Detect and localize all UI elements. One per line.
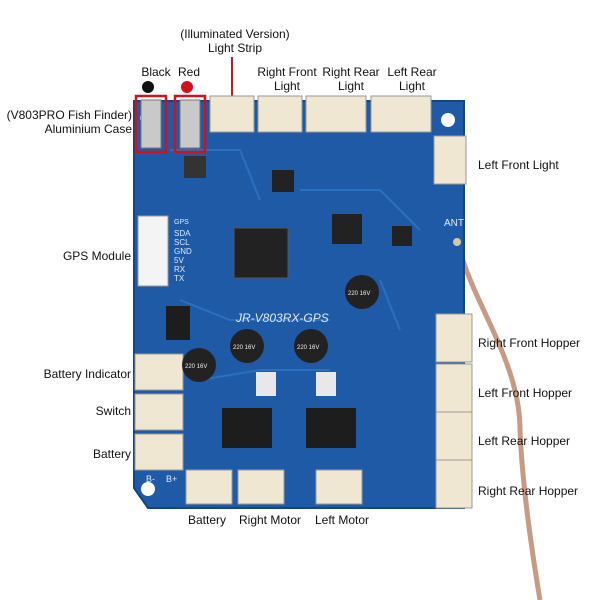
light-strip-connector xyxy=(209,95,255,133)
mounting-hole xyxy=(441,113,455,127)
black-label: Black xyxy=(141,65,171,79)
capacitor xyxy=(345,275,379,309)
left-rear-light-line2: Light xyxy=(398,79,426,93)
black-terminal xyxy=(140,99,162,149)
battery-connector-left xyxy=(134,433,184,471)
board-bminus-text: B- xyxy=(146,474,155,484)
regulator-chip xyxy=(166,306,190,340)
rf-chip xyxy=(392,226,412,246)
radio-chip xyxy=(332,214,362,244)
capacitor-text: 220 16V xyxy=(233,345,255,351)
gps-connector xyxy=(137,215,169,287)
right-front-light-label: Right Front Light xyxy=(252,65,322,93)
right-rear-hopper-label: Right Rear Hopper xyxy=(478,484,579,498)
red-terminal-highlight xyxy=(173,94,207,154)
small-chip xyxy=(272,170,294,192)
fish-finder-label: (V803PRO Fish Finder) Aluminium Case xyxy=(4,108,132,136)
inductor xyxy=(184,156,206,178)
mounting-hole xyxy=(141,482,155,496)
fish-finder-line1: (V803PRO Fish Finder) xyxy=(6,108,132,122)
gps-module-label: GPS Module xyxy=(62,249,131,263)
battery-connector-bottom xyxy=(185,469,233,505)
board-pin-text: GND xyxy=(174,247,192,256)
capacitor xyxy=(294,329,328,363)
black-dot xyxy=(142,81,154,93)
right-front-light-line1: Right Front xyxy=(257,65,317,79)
fish-finder-line2: Aluminium Case xyxy=(44,122,132,136)
battery-bottom-label: Battery xyxy=(187,513,226,527)
left-rear-hopper-label: Left Rear Hopper xyxy=(478,434,571,448)
illuminated-version-label: (Illuminated Version) xyxy=(180,27,290,41)
main-mcu-chip xyxy=(233,227,289,279)
switch-label: Switch xyxy=(95,404,131,418)
capacitor xyxy=(230,329,264,363)
board-pin-text: SCL xyxy=(174,238,190,247)
left-motor-connector xyxy=(315,469,363,505)
right-rear-light-line1: Right Rear xyxy=(322,65,380,79)
battery-indicator-label: Battery Indicator xyxy=(43,367,131,381)
right-front-light-line2: Light xyxy=(273,79,301,93)
right-rear-light-connector xyxy=(305,95,367,133)
right-motor-connector xyxy=(237,469,285,505)
antenna-cable xyxy=(455,241,543,600)
board-pin-text: RX xyxy=(174,265,186,274)
left-rear-light-label: Left Rear Light xyxy=(382,65,442,93)
left-rear-light-line1: Left Rear xyxy=(387,65,437,79)
driver-chip-right xyxy=(306,408,356,448)
left-front-light-label: Left Front Light xyxy=(478,158,559,172)
light-strip-label: Light Strip xyxy=(207,41,263,55)
board-gps-text: GPS xyxy=(174,219,189,226)
left-front-light-connector xyxy=(433,135,467,185)
capacitor-text: 220 16V xyxy=(185,364,207,370)
board-bplus-text: B+ xyxy=(166,474,177,484)
red-label: Red xyxy=(177,65,200,79)
black-terminal-highlight xyxy=(134,94,168,154)
red-dot xyxy=(181,81,193,93)
fet-1 xyxy=(256,372,276,396)
right-motor-label: Right Motor xyxy=(238,513,302,527)
capacitor xyxy=(182,348,216,382)
pcb-traces xyxy=(170,149,421,381)
board-model-text: JR-V803RX-GPS xyxy=(235,311,329,325)
left-rear-hopper-connector xyxy=(435,411,473,461)
right-front-light-connector xyxy=(257,95,303,133)
switch-connector xyxy=(134,393,184,431)
antenna-tip xyxy=(453,238,461,246)
right-rear-hopper-connector xyxy=(435,459,473,509)
board-pin-text: TX xyxy=(174,274,185,283)
left-front-hopper-label: Left Front Hopper xyxy=(478,386,573,400)
capacitor-text: 220 16V xyxy=(297,345,319,351)
left-front-hopper-connector xyxy=(435,363,473,413)
board-pin-text: 5V xyxy=(174,256,184,265)
board-ant-text: ANT xyxy=(444,218,464,229)
board-pin-text: SDA xyxy=(174,229,191,238)
right-rear-light-line2: Light xyxy=(337,79,365,93)
right-front-hopper-connector xyxy=(435,313,473,363)
battery-left-label: Battery xyxy=(92,447,131,461)
red-terminal xyxy=(179,99,201,149)
right-rear-light-label: Right Rear Light xyxy=(318,65,384,93)
driver-chip-left xyxy=(222,408,272,448)
left-motor-label: Left Motor xyxy=(314,513,370,527)
fet-2 xyxy=(316,372,336,396)
left-rear-light-connector xyxy=(370,95,432,133)
battery-indicator-connector xyxy=(134,353,184,391)
right-front-hopper-label: Right Front Hopper xyxy=(478,336,581,350)
capacitor-text: 220 16V xyxy=(348,291,370,297)
